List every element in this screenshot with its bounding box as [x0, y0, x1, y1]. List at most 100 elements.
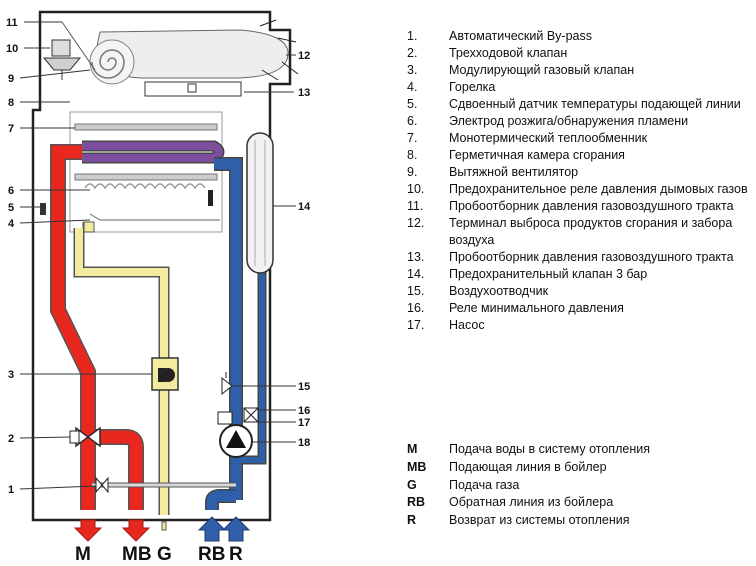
callout-8: 8 [8, 97, 14, 109]
legend-item-text: Автоматический By-pass [449, 29, 592, 43]
port-arrow-r-icon [221, 516, 251, 542]
legend-item: 15.Воздухоотводчик [407, 283, 752, 300]
legend-item-number: 8. [407, 148, 418, 162]
callout-10: 10 [6, 43, 18, 55]
legend-item-text: Реле минимального давления [449, 301, 624, 315]
legend-item: 11. Пробоотборник давления газовоздушного… [407, 198, 752, 215]
burner-flames [84, 183, 206, 190]
legend-item: 5. Сдвоенный датчик температуры подающей … [407, 96, 752, 113]
legend-item-number: 10. [407, 182, 425, 196]
temperature-sensor-icon [40, 203, 46, 215]
abbreviation-item: RB Обратная линия из бойлера [407, 494, 752, 512]
legend-item-number: 17. [407, 318, 425, 332]
port-label-g: G [157, 544, 172, 565]
expansion-vessel-icon [246, 132, 274, 274]
legend-item: 9.Вытяжной вентилятор [407, 164, 752, 181]
legend-item-number: 3. [407, 63, 418, 77]
legend-item: 7.Монотермический теплообменник [407, 130, 752, 147]
callout-6: 6 [8, 185, 14, 197]
legend-item-number: 5. [407, 97, 418, 111]
callout-17: 17 [298, 417, 310, 429]
legend-item: 17. Насос [407, 317, 752, 334]
legend-item-number: 11. [407, 199, 424, 213]
pressure-switch-low-icon [217, 407, 259, 425]
callout-9: 9 [8, 73, 14, 85]
port-arrow-rb-icon [197, 516, 227, 542]
abbreviation-value: Подающая линия в бойлер [449, 459, 607, 474]
legend-item-number: 14. [407, 267, 425, 281]
abbreviation-item: G Подача газа [407, 477, 752, 495]
port-label-m: M [75, 544, 91, 565]
legend-item-number: 2. [407, 46, 418, 60]
legend-item-text: Пробоотборник давления газовоздушного тр… [449, 250, 734, 264]
combustion-chamber [69, 111, 223, 233]
legend-item-number: 1. [407, 29, 418, 43]
legend-item: 3. Модулирующий газовый клапан [407, 62, 752, 79]
legend-item-text: Сдвоенный датчик температуры подающей ли… [449, 97, 741, 111]
callout-lines [19, 21, 296, 490]
legend-item-text: Модулирующий газовый клапан [449, 63, 635, 77]
legend-item: 2.Трехходовой клапан [407, 45, 752, 62]
legend-item-number: 7. [407, 131, 418, 145]
burner-icon [89, 213, 220, 221]
legend-item: 10. Предохранительное реле давления дымов… [407, 181, 752, 198]
legend-item-text: Терминал выброса продуктов сгорания и за… [449, 216, 733, 247]
airflow-arrow-icon [259, 19, 299, 81]
pressure-switch-icon [42, 39, 82, 80]
port-label-rb: RB [198, 544, 225, 565]
port-arrow-g-icon [161, 521, 167, 531]
callout-16: 16 [298, 405, 310, 417]
legend-item-text: Предохранительное реле давления дымовых … [449, 182, 748, 196]
legend-item-text: Герметичная камера сгорания [449, 148, 625, 162]
boiler-casing [31, 10, 292, 522]
callout-11: 11 [6, 17, 18, 29]
bypass-valve-icon [95, 476, 109, 494]
legend-item-text: Насос [449, 318, 485, 332]
abbreviation-key: R [407, 513, 417, 528]
abbreviation-key: G [407, 477, 417, 492]
callout-15: 15 [298, 381, 310, 393]
legend-item-text: Вытяжной вентилятор [449, 165, 579, 179]
legend-item-number: 12. [407, 216, 425, 230]
component-legend: 1. Автоматический By-pass 2.Трехходовой кл… [407, 28, 752, 334]
legend-item: 14.Предохранительный клапан 3 бар [407, 266, 752, 283]
port-arrow-m-icon [73, 519, 103, 542]
port-label-r: R [229, 544, 243, 565]
legend-item-number: 6. [407, 114, 418, 128]
callout-1: 1 [8, 484, 14, 496]
legend-item-text: Пробоотборник давления газовоздушного тр… [449, 199, 734, 213]
boiler-diagram: 11 10 9 8 7 6 5 4 3 2 1 12 13 14 15 16 1… [6, 10, 311, 565]
legend-item-number: 16. [407, 301, 425, 315]
callout-7: 7 [8, 123, 14, 135]
legend-item: 8. Герметичная камера сгорания [407, 147, 752, 164]
abbreviation-item: MB Подающая линия в бойлер [407, 459, 752, 477]
port-arrow-mb-icon [121, 519, 151, 542]
legend-item: 16. Реле минимального давления [407, 300, 752, 317]
callout-4: 4 [8, 218, 15, 230]
legend-item-text: Электрод розжига/обнаружения пламени [449, 114, 689, 128]
callout-5: 5 [8, 202, 14, 214]
exchanger-plate [74, 123, 218, 131]
abbreviation-key: RB [407, 495, 426, 510]
callout-3: 3 [8, 369, 14, 381]
air-vent-icon [221, 372, 233, 396]
legend-item: 4.Горелка [407, 79, 752, 96]
gas-valve-icon [151, 357, 179, 391]
fan-icon [89, 39, 135, 85]
callout-18: 18 [298, 437, 310, 449]
callout-2: 2 [8, 433, 14, 445]
callout-14: 14 [298, 201, 311, 213]
legend-item: 13.Пробоотборник давления газовоздушного… [407, 249, 752, 266]
burner-plate [74, 173, 218, 181]
abbreviation-value: Обратная линия из бойлера [449, 495, 614, 510]
abbreviation-value: Подача газа [449, 477, 520, 492]
legend-item: 1. Автоматический By-pass [407, 28, 752, 45]
abbreviation-key: MB [407, 459, 427, 474]
abbreviation-value: Подача воды в систему отопления [449, 442, 650, 456]
legend-item-text: Воздухоотводчик [449, 284, 549, 298]
ignition-electrode-icon [208, 190, 213, 206]
legend-item-number: 4. [407, 80, 418, 94]
port-label-mb: MB [122, 544, 152, 565]
